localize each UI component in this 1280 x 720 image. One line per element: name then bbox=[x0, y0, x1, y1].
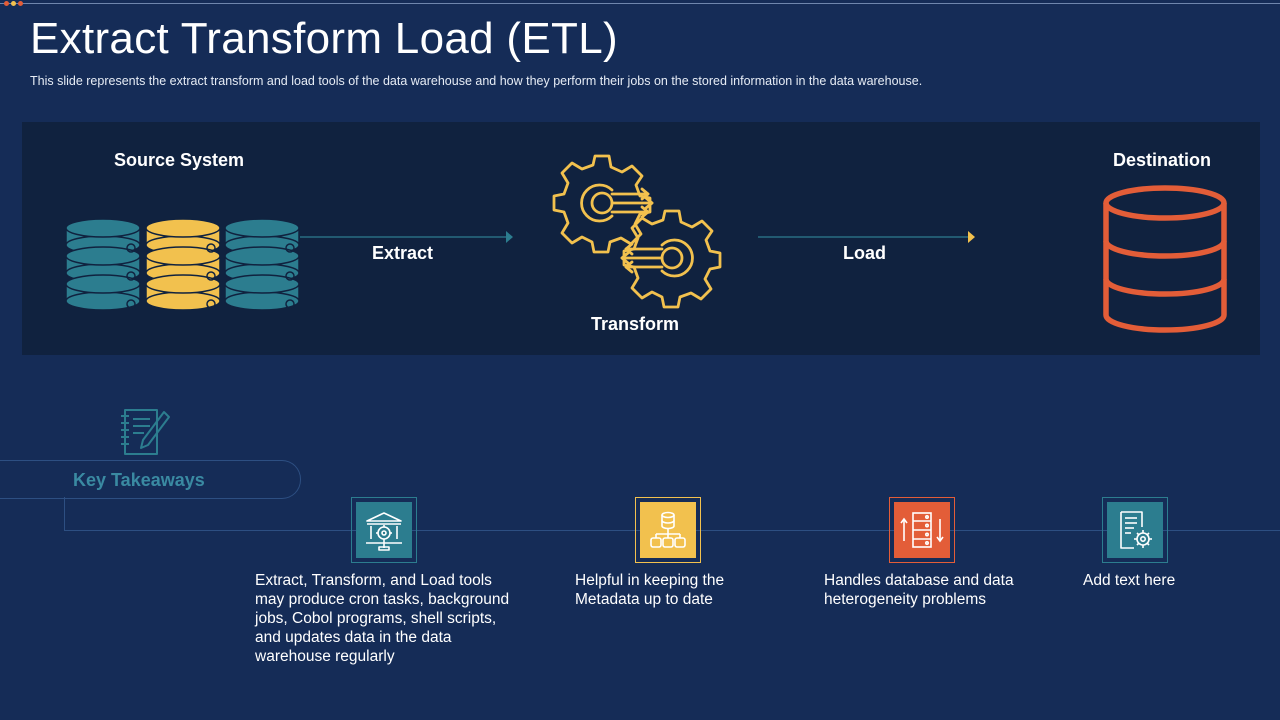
accent-dot bbox=[4, 1, 9, 6]
transform-label: Transform bbox=[591, 314, 680, 334]
load-arrow-icon bbox=[758, 231, 975, 243]
load-label: Load bbox=[843, 243, 886, 263]
takeaway-tile-1 bbox=[351, 497, 417, 563]
takeaway-text-3: Handles database and data heterogeneity … bbox=[824, 572, 1014, 608]
top-rule bbox=[0, 3, 1280, 4]
source-system-label: Source System bbox=[114, 150, 245, 170]
takeaway-text-1: Extract, Transform, and Load tools may p… bbox=[255, 572, 510, 665]
slide-title: Extract Transform Load (ETL) bbox=[30, 14, 618, 63]
slide-subtitle: This slide represents the extract transf… bbox=[30, 74, 923, 88]
key-takeaways-pill bbox=[0, 460, 301, 499]
bank-gear-icon bbox=[366, 512, 402, 551]
transform-gears-icon bbox=[552, 154, 722, 309]
takeaway-text-4: Add text here bbox=[1083, 572, 1176, 589]
takeaway-tile-4 bbox=[1102, 497, 1168, 563]
takeaway-tile-3 bbox=[889, 497, 955, 563]
accent-dot bbox=[18, 1, 23, 6]
destination-label: Destination bbox=[1113, 150, 1212, 170]
accent-dot bbox=[11, 1, 16, 6]
destination-database-icon bbox=[1103, 185, 1227, 333]
takeaway-text-2: Helpful in keeping the Metadata up to da… bbox=[575, 572, 725, 608]
extract-label: Extract bbox=[372, 243, 434, 263]
server-transfer-icon bbox=[900, 512, 944, 548]
notepad-pencil-icon bbox=[121, 409, 170, 455]
key-takeaways-heading: Key Takeaways bbox=[73, 470, 205, 490]
document-settings-icon bbox=[1120, 511, 1152, 549]
extract-arrow-icon bbox=[300, 231, 513, 243]
takeaway-tile-2 bbox=[635, 497, 701, 563]
source-databases-icon bbox=[65, 218, 300, 311]
takeaways-line-connector bbox=[64, 497, 65, 531]
database-network-icon bbox=[650, 511, 686, 548]
